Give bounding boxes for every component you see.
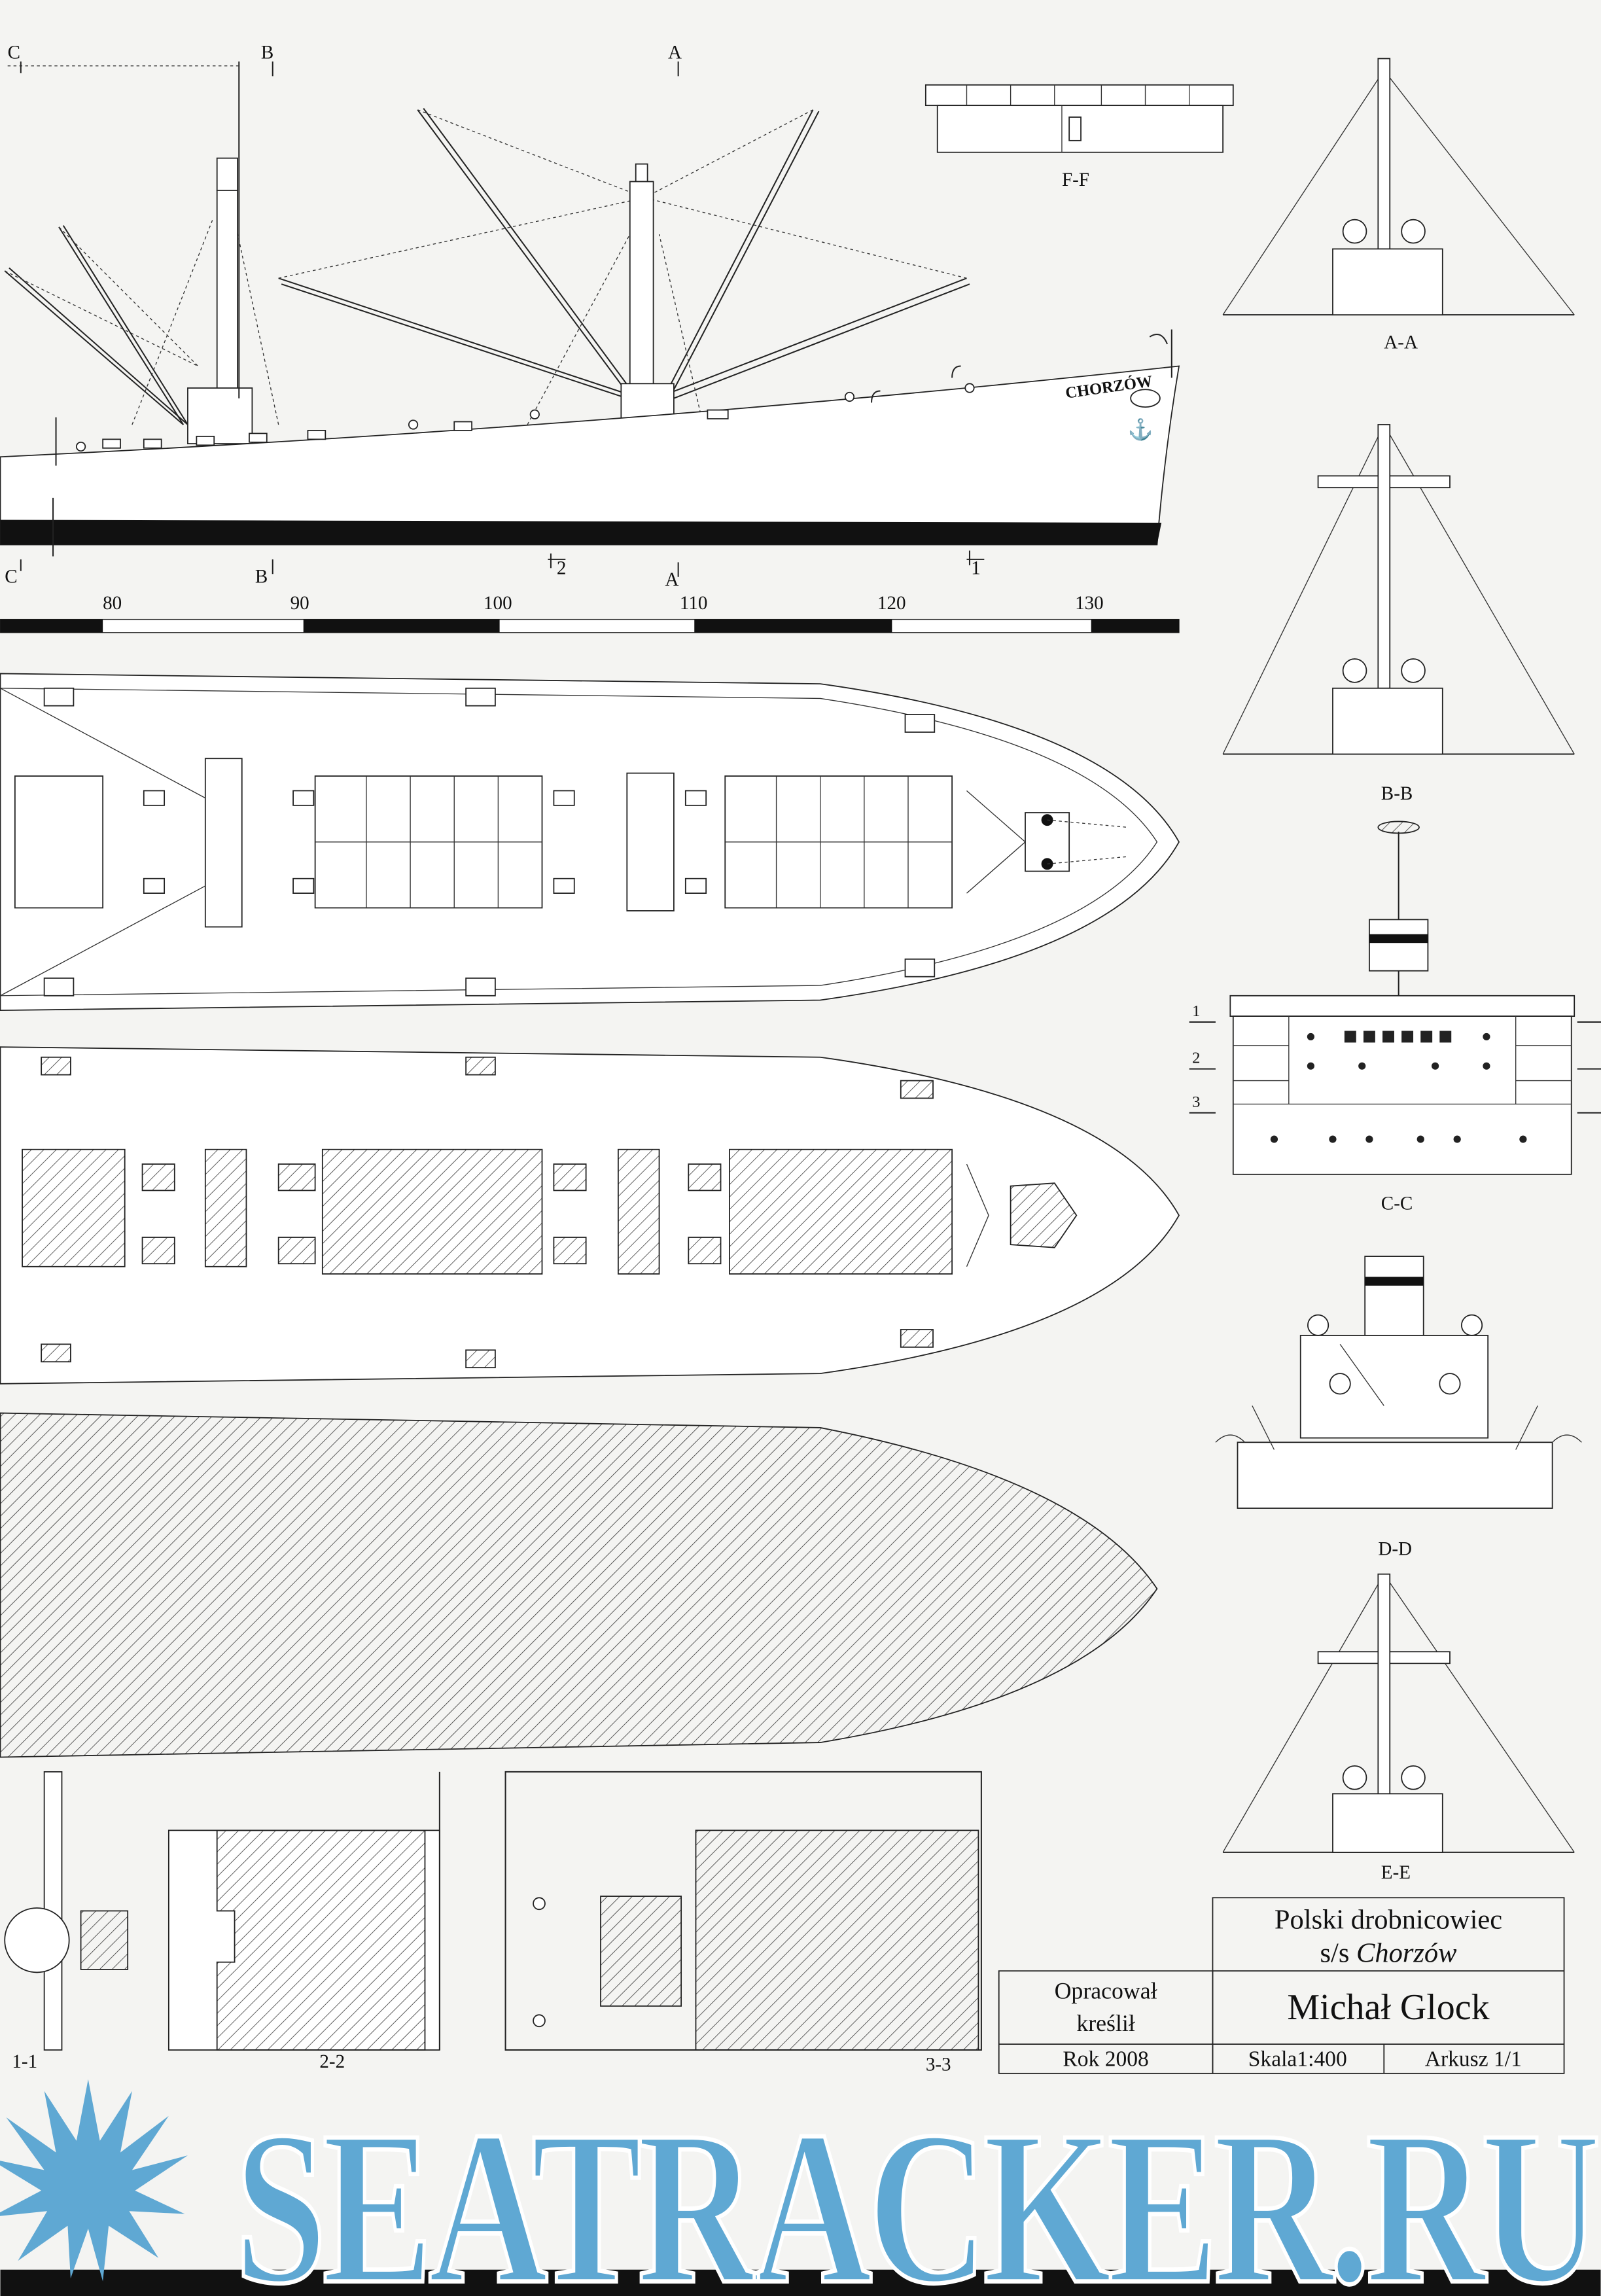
section-mark-a-top: A (668, 43, 682, 63)
scale: Skala1:400 (1248, 2047, 1347, 2072)
sheet-number: Arkusz 1/1 (1425, 2047, 1522, 2072)
boot-topping (0, 520, 1162, 545)
bollards (43, 687, 936, 997)
section-ee: E-E (1222, 1573, 1575, 1883)
section-cc: 1 2 3 C-C (1189, 821, 1601, 1214)
scale-bar: 80 90 100 110 120 130 (0, 593, 1180, 633)
section-label-f-f: F-F (1062, 169, 1089, 190)
aft-derricks (4, 219, 279, 425)
fore-derricks (278, 108, 970, 425)
section-dd: D-D (1215, 1256, 1582, 1560)
author-label-1: Opracował (1055, 1978, 1157, 2004)
hawse-pipe (1130, 389, 1161, 408)
section-label-2-2: 2-2 (319, 2051, 345, 2072)
level-marker-3: 3 (1192, 1093, 1200, 1111)
year: Rok 2008 (1063, 2047, 1148, 2072)
watermark: SEATRACKER.RU (0, 2079, 1601, 2296)
author-name: Michał Glock (1287, 1987, 1489, 2028)
upper-deck-plan (0, 673, 1180, 1012)
aft-mast-house (187, 387, 253, 444)
section-mark-c-bottom: C (5, 567, 17, 588)
title-block: Polski drobnicowiec s/s Chorzów Opracowa… (998, 1897, 1565, 2074)
side-profile: CHORZÓW ⚓ C B A C B 2 A 1 (0, 43, 1180, 590)
fore-masthead (635, 163, 648, 183)
section-ff: F-F (924, 84, 1234, 190)
level-marker-2: 2 (1192, 1050, 1200, 1067)
starburst-logo-icon (0, 2079, 188, 2282)
scan-edge (0, 2269, 1601, 2296)
scale-label-110: 110 (680, 593, 708, 614)
section-label-e-e: E-E (1381, 1862, 1411, 1883)
aft-masthead (216, 157, 238, 191)
section-label-1-1: 1-1 (12, 2051, 37, 2072)
section-mark-b-top: B (261, 43, 273, 63)
section-label-a-a: A-A (1384, 332, 1418, 353)
hull (0, 365, 1180, 546)
section-bb: B-B (1222, 424, 1575, 804)
section-label-c-c: C-C (1381, 1193, 1413, 1214)
scale-label-130: 130 (1075, 593, 1104, 614)
section-label-d-d: D-D (1378, 1539, 1412, 1560)
section-mark-1: 1 (971, 557, 981, 578)
author-label-2: kreślił (1076, 2010, 1135, 2036)
anchor-emblem-icon: ⚓ (1128, 417, 1153, 441)
aft-mast (216, 190, 238, 404)
section-label-3-3: 3-3 (926, 2054, 951, 2075)
scale-label-90: 90 (290, 593, 309, 614)
title-line-1: Polski drobnicowiec (1275, 1904, 1502, 1935)
section-label-b-b: B-B (1381, 783, 1413, 804)
scale-label-100: 100 (484, 593, 512, 614)
section-mark-a-bottom: A (665, 569, 678, 590)
fore-mast (629, 181, 654, 387)
section-aa: A-A (1222, 58, 1575, 353)
level-marker-1: 1 (1192, 1002, 1200, 1020)
lower-deck-plan (0, 1046, 1180, 1385)
scale-label-120: 120 (877, 593, 906, 614)
section-mark-b-bottom: B (255, 567, 268, 588)
windlass (1025, 812, 1128, 872)
section-mark-c-top: C (8, 43, 20, 63)
portholes (75, 383, 975, 452)
transverse-sections: 1-1 2-2 3-3 (4, 1771, 982, 2075)
title-line-2: s/s Chorzów (1320, 1938, 1457, 1969)
section-mark-2: 2 (557, 557, 567, 578)
hull-bottom-plan (0, 1412, 1158, 1758)
scale-label-80: 80 (103, 593, 122, 614)
watermark-text: SEATRACKER.RU (235, 2086, 1598, 2296)
